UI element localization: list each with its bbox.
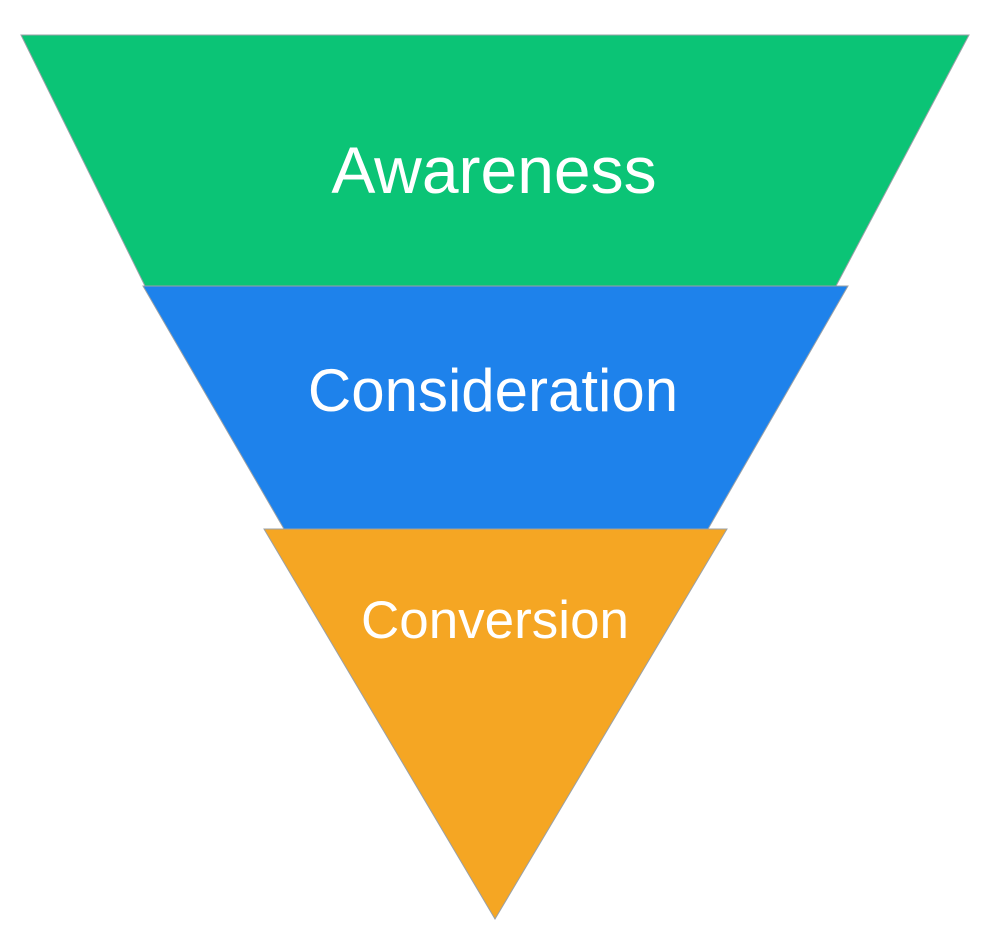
funnel-stage-consideration: Consideration	[142, 285, 849, 530]
consideration-stage-label: Consideration	[308, 357, 678, 424]
conversion-stage-label: Conversion	[361, 591, 629, 650]
conversion-stage-shape	[263, 528, 728, 920]
funnel-stage-conversion: Conversion	[263, 528, 728, 920]
funnel-stage-awareness: Awareness	[20, 34, 970, 287]
awareness-stage-label: Awareness	[331, 133, 656, 207]
